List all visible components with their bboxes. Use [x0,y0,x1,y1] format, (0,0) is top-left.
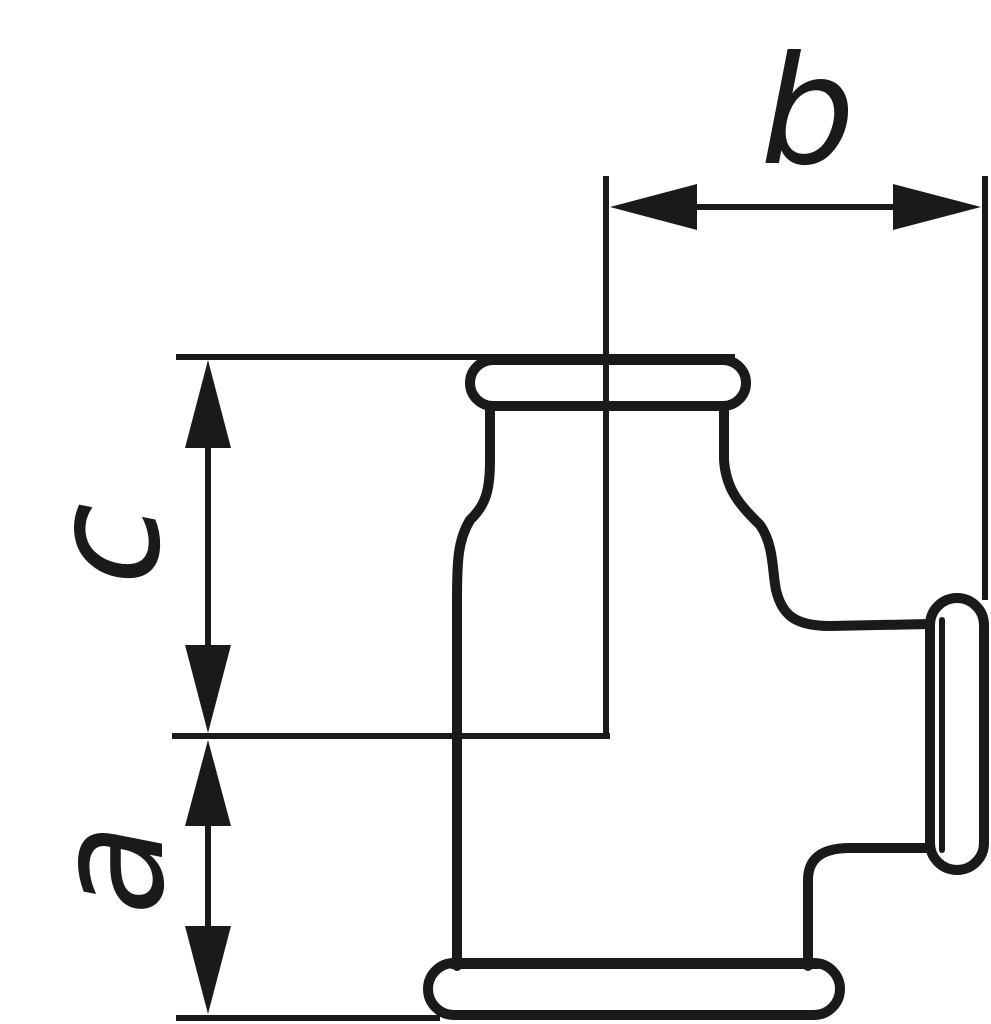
arrowhead-c-top [185,360,231,448]
label-a: a [24,823,198,915]
dimension-b: b [603,25,988,736]
body-left-wall [452,401,495,971]
arrowhead-b-left [610,184,697,230]
dimension-c: c [20,354,735,739]
label-b: b [760,25,855,199]
side-bead [925,593,989,875]
arrowhead-c-bottom [185,645,231,733]
label-c: c [20,503,194,585]
arrowhead-b-right [893,184,981,230]
body-right-upper-wall [719,401,935,631]
tee-fitting-outline [423,355,989,1020]
body-right-lower-wall [803,843,935,971]
bottom-bead [423,958,845,1020]
dimension-a: a [24,740,440,1021]
arrowhead-a-bottom [185,926,231,1014]
arrowhead-a-top [185,740,231,826]
